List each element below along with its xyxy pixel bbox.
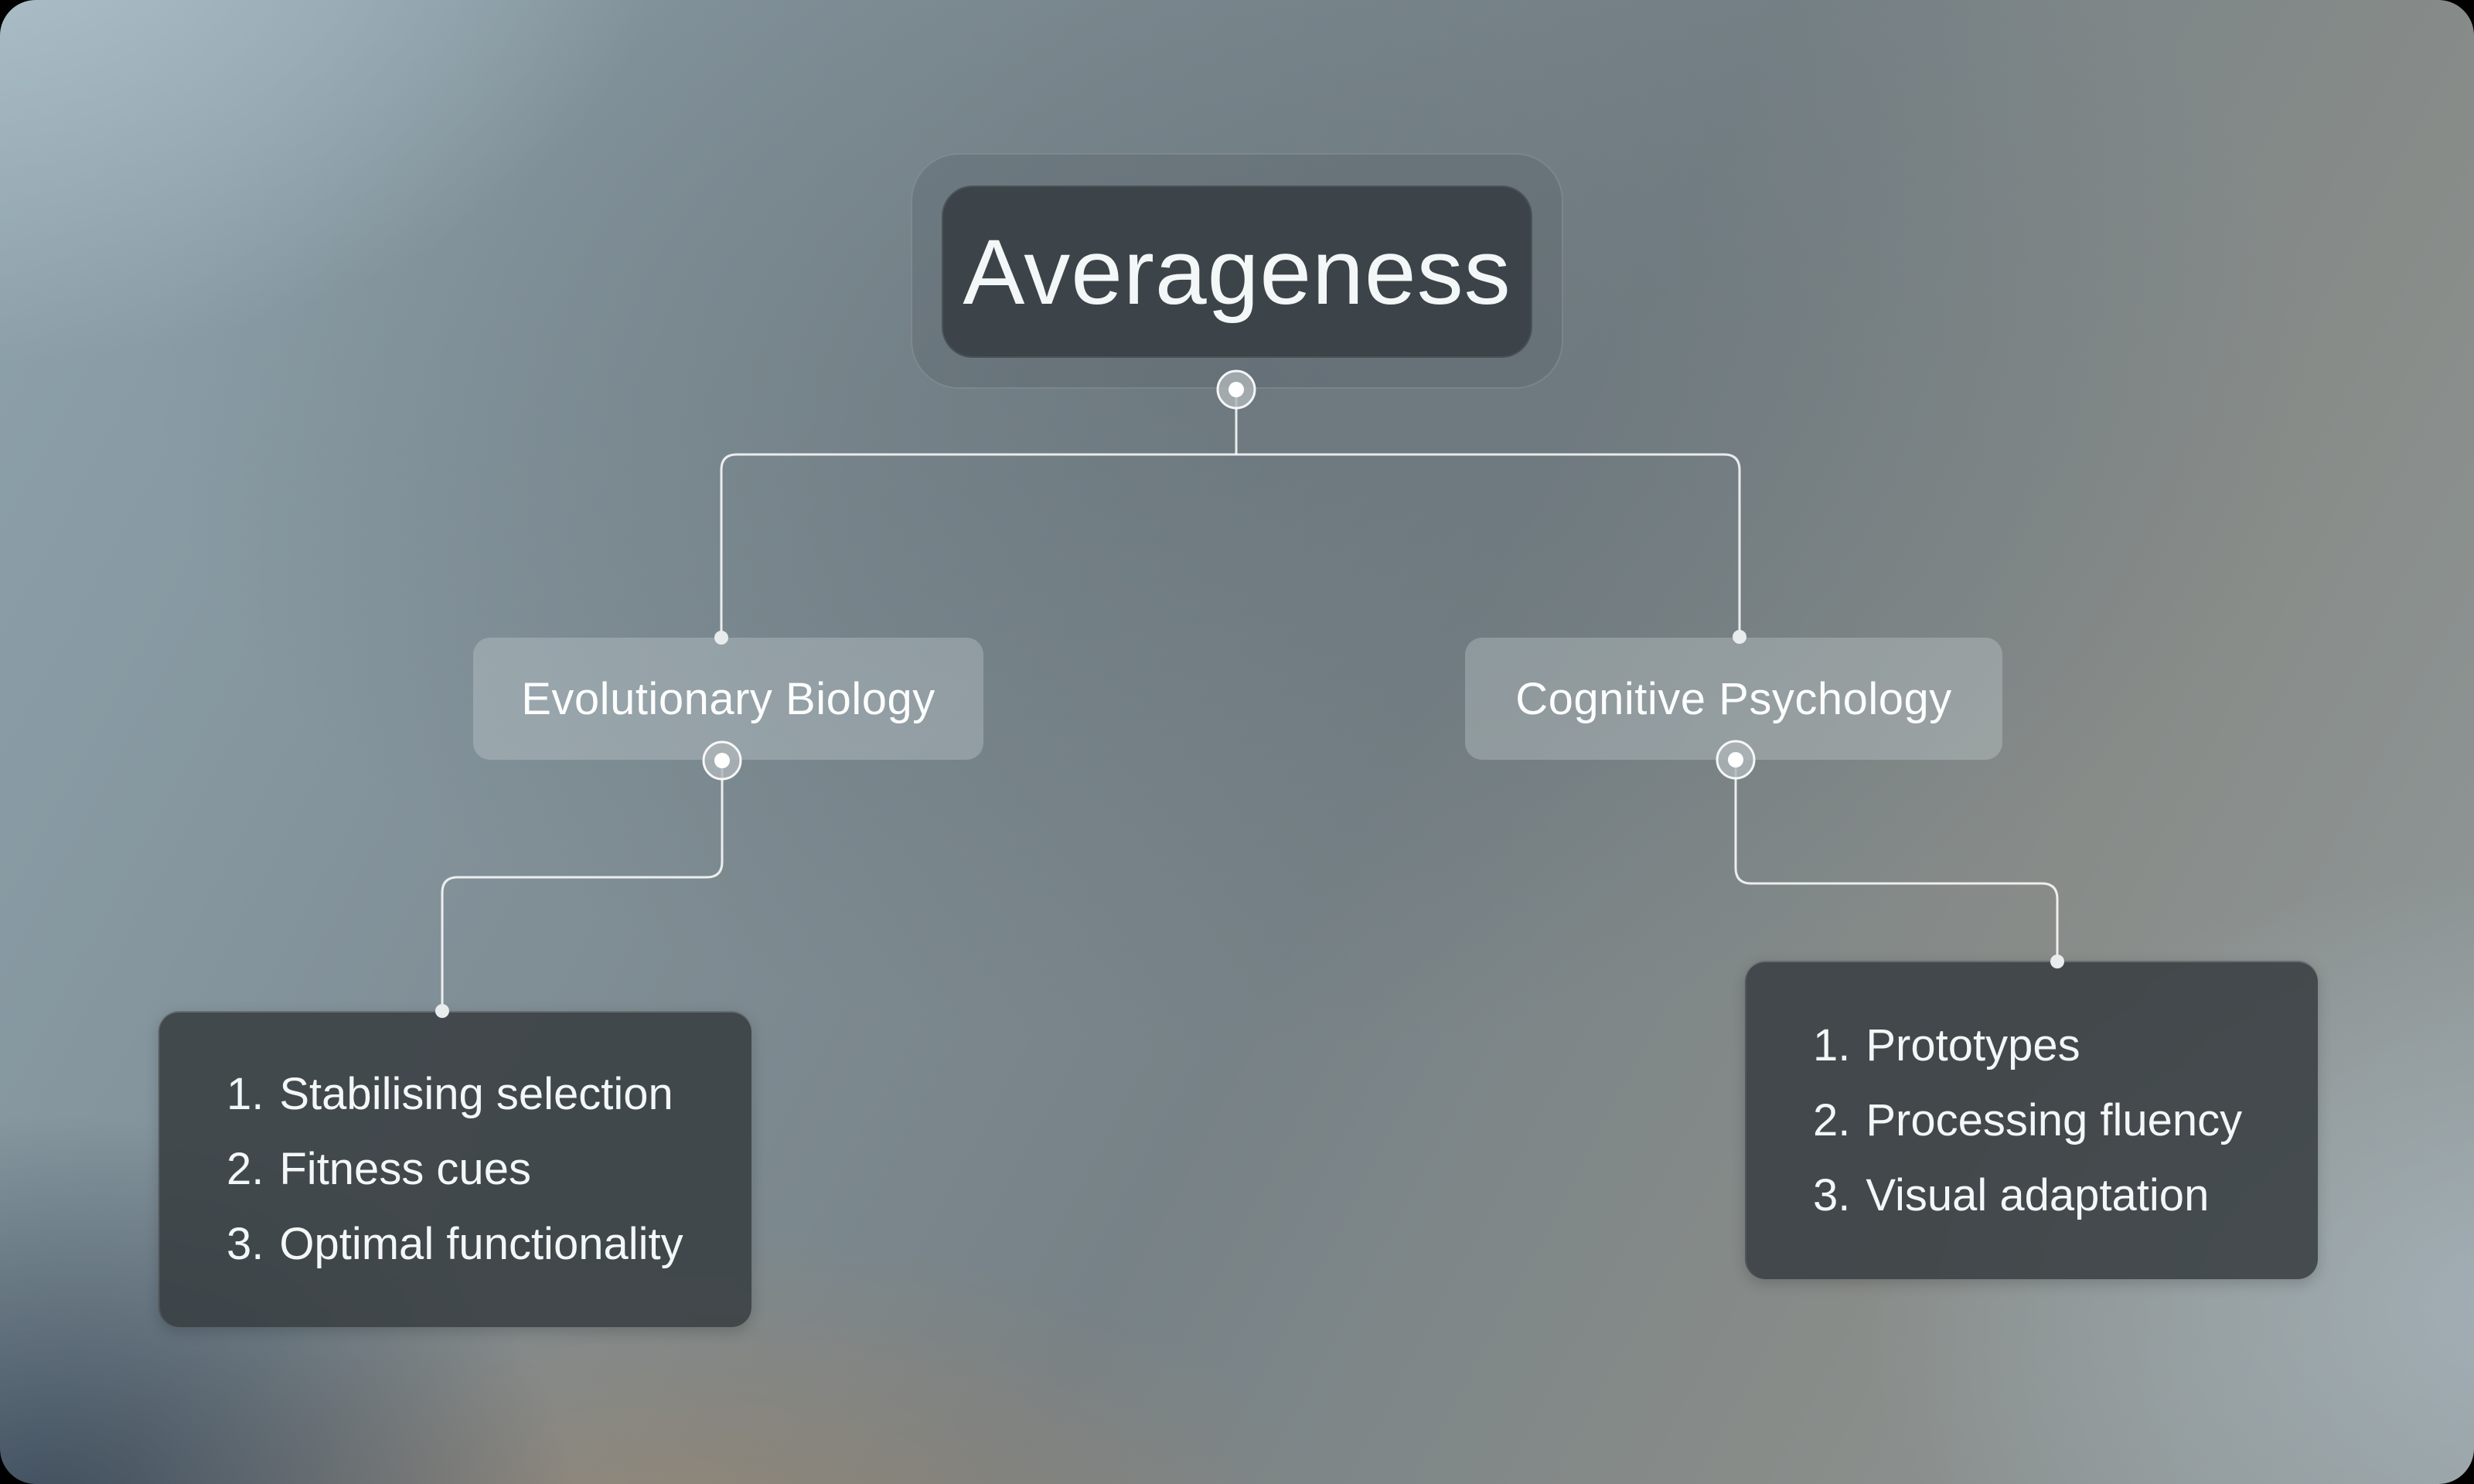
list-item-number: 2. — [1813, 1094, 1851, 1145]
node-branch-cognitive-psychology[interactable]: Cognitive Psychology — [1465, 638, 2002, 760]
leaf-list: 1. Stabilising selection 2. Fitness cues… — [158, 1057, 714, 1281]
list-item-number: 3. — [227, 1219, 264, 1269]
node-leaf-evolutionary-points[interactable]: 1. Stabilising selection 2. Fitness cues… — [158, 1011, 751, 1327]
list-item-text: Stabilising selection — [279, 1069, 673, 1119]
list-item-text: Optimal functionality — [279, 1219, 683, 1269]
list-item: 3. Visual adaptation — [1813, 1158, 2242, 1233]
leaf-list: 1. Prototypes 2. Processing fluency 3. V… — [1745, 1008, 2273, 1233]
connector-root-to-branches — [720, 453, 1741, 638]
connector-branch-to-leaf-left — [441, 761, 724, 1011]
list-item-number: 3. — [1813, 1169, 1851, 1220]
list-item: 2. Fitness cues — [227, 1132, 683, 1207]
list-item-text: Prototypes — [1866, 1019, 2080, 1070]
list-item: 3. Optimal functionality — [227, 1207, 683, 1281]
node-branch-evolutionary-biology[interactable]: Evolutionary Biology — [473, 638, 983, 760]
list-item: 1. Prototypes — [1813, 1008, 2242, 1083]
root-label: Averageness — [963, 220, 1511, 324]
list-item-text: Visual adaptation — [1866, 1169, 2210, 1220]
branch-label: Cognitive Psychology — [1515, 673, 1952, 724]
branch-label: Evolutionary Biology — [521, 673, 935, 724]
connector-branch-to-leaf-right — [1734, 760, 2059, 962]
list-item: 2. Processing fluency — [1813, 1083, 2242, 1158]
node-root[interactable]: Averageness — [942, 186, 1532, 358]
list-item-number: 2. — [227, 1144, 264, 1194]
list-item-text: Processing fluency — [1866, 1094, 2243, 1145]
node-leaf-cognitive-points[interactable]: 1. Prototypes 2. Processing fluency 3. V… — [1745, 961, 2318, 1279]
list-item: 1. Stabilising selection — [227, 1057, 683, 1132]
list-item-number: 1. — [1813, 1019, 1851, 1070]
list-item-text: Fitness cues — [279, 1144, 531, 1194]
list-item-number: 1. — [227, 1069, 264, 1119]
